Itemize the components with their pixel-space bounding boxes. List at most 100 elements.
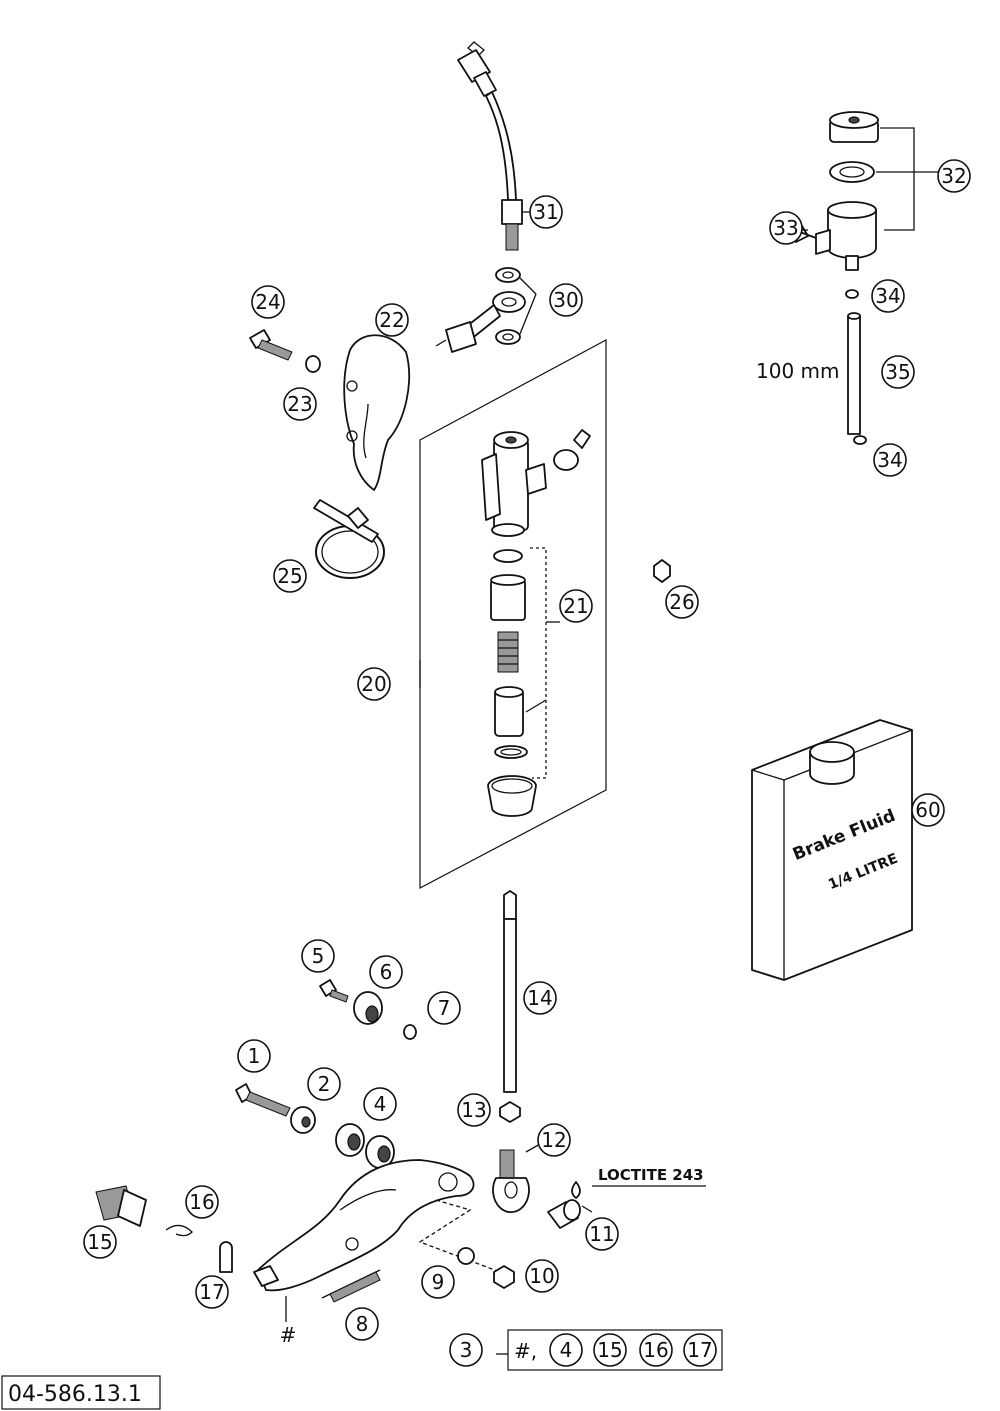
callout-label: 5 xyxy=(312,944,325,968)
callout-9: 9 xyxy=(421,1265,455,1299)
callout-label: 23 xyxy=(287,392,312,416)
callout-32: 32 xyxy=(937,159,971,193)
nut xyxy=(499,1101,521,1123)
kit-note-item-4: 4 xyxy=(549,1333,583,1367)
push-rod xyxy=(503,890,517,1093)
leader-lines xyxy=(419,211,808,1355)
callout-1: 1 xyxy=(237,1039,271,1073)
callout-label: 15 xyxy=(597,1338,622,1362)
kit-note-item-15: 15 xyxy=(593,1333,627,1367)
callout-label: 9 xyxy=(432,1270,445,1294)
callout-label: 12 xyxy=(541,1128,566,1152)
callout-label: 15 xyxy=(87,1230,112,1254)
callout-31: 31 xyxy=(529,195,563,229)
callout-22: 22 xyxy=(375,303,409,337)
washer-9 xyxy=(457,1247,475,1265)
brake-fluid-bottle: Brake Fluid 1/4 LITRE xyxy=(751,719,913,981)
callout-label: 26 xyxy=(669,590,694,614)
callout-label: 34 xyxy=(875,284,900,308)
callout-14: 14 xyxy=(523,981,557,1015)
length-note: 100 mm xyxy=(756,359,840,383)
callout-6: 6 xyxy=(369,955,403,989)
master-cylinder-frame xyxy=(419,338,607,889)
callout-label: 30 xyxy=(553,288,578,312)
kit-note-item-17: 17 xyxy=(683,1333,717,1367)
callout-label: 20 xyxy=(361,672,386,696)
nut-10 xyxy=(493,1265,515,1289)
drawing-code: 04-586.13.1 xyxy=(8,1382,142,1407)
callout-20: 20 xyxy=(357,667,391,701)
callout-label: 21 xyxy=(563,594,588,618)
callout-label: 34 xyxy=(877,448,902,472)
callout-label: 16 xyxy=(189,1190,214,1214)
callout-25: 25 xyxy=(273,559,307,593)
callout-label: 22 xyxy=(379,308,404,332)
callout-12: 12 xyxy=(537,1123,571,1157)
callout-2: 2 xyxy=(307,1067,341,1101)
callout-label: 60 xyxy=(915,798,940,822)
callout-label: 24 xyxy=(255,290,280,314)
callout-label: 4 xyxy=(374,1092,387,1116)
callout-label: 2 xyxy=(318,1072,331,1096)
callout-21: 21 xyxy=(559,589,593,623)
reservoir xyxy=(815,111,938,271)
clevis-15-clip-16-pin-17 xyxy=(95,1185,233,1273)
callout-30: 30 xyxy=(549,283,583,317)
loctite-note: LOCTITE 243 xyxy=(598,1166,704,1184)
brake-pedal xyxy=(253,1159,501,1292)
callout-label: 14 xyxy=(527,986,552,1010)
callout-16: 16 xyxy=(185,1185,219,1219)
callout-17: 17 xyxy=(195,1275,229,1309)
bolt-24 xyxy=(249,329,321,373)
cover xyxy=(343,334,410,491)
callout-label: 1 xyxy=(248,1044,261,1068)
callout-26: 26 xyxy=(665,585,699,619)
callout-33: 33 xyxy=(769,211,803,245)
drawing-code-box: 04-586.13.1 xyxy=(1,1375,161,1410)
kit-note-hash: #, xyxy=(514,1339,537,1363)
callout-label: 16 xyxy=(643,1338,668,1362)
callout-34: 34 xyxy=(871,279,905,313)
callout-23: 23 xyxy=(283,387,317,421)
reservoir-hose xyxy=(845,289,867,445)
callout-label: 7 xyxy=(438,996,451,1020)
callout-label: 31 xyxy=(533,200,558,224)
callout-60: 60 xyxy=(911,793,945,827)
kit-note-item-16: 16 xyxy=(639,1333,673,1367)
callout-label: 32 xyxy=(941,164,966,188)
callout-label: 10 xyxy=(529,1264,554,1288)
callout-35: 35 xyxy=(881,355,915,389)
callout-label: 35 xyxy=(885,360,910,384)
banjo-fitting-group xyxy=(435,267,526,353)
callout-34: 34 xyxy=(873,443,907,477)
callout-5: 5 xyxy=(301,939,335,973)
callout-7: 7 xyxy=(427,991,461,1025)
callout-11: 11 xyxy=(585,1217,619,1251)
callout-label: 6 xyxy=(380,960,393,984)
clevis xyxy=(492,1149,530,1213)
kit-note-callout-3: 3 xyxy=(449,1333,483,1367)
callout-label: 17 xyxy=(687,1338,712,1362)
kit-note: #, 3 4 15 16 17 xyxy=(449,1329,723,1371)
callout-13: 13 xyxy=(457,1093,491,1127)
callout-label: 33 xyxy=(773,216,798,240)
brake-light-switch xyxy=(457,41,523,251)
callout-label: 25 xyxy=(277,564,302,588)
bolt-5-bushing-6-nut-7 xyxy=(319,979,417,1040)
return-spring xyxy=(321,1269,381,1303)
cable-tie xyxy=(313,499,385,579)
adjuster-bolt xyxy=(547,1181,581,1229)
hash-mark: # xyxy=(280,1323,297,1347)
callout-4: 4 xyxy=(363,1087,397,1121)
callout-label: 4 xyxy=(560,1338,573,1362)
callout-label: 3 xyxy=(460,1338,473,1362)
callout-label: 17 xyxy=(199,1280,224,1304)
callout-label: 8 xyxy=(356,1312,369,1336)
callout-15: 15 xyxy=(83,1225,117,1259)
piston-kit-parts xyxy=(487,547,560,817)
callout-10: 10 xyxy=(525,1259,559,1293)
callout-8: 8 xyxy=(345,1307,379,1341)
master-cylinder-body xyxy=(481,429,591,537)
